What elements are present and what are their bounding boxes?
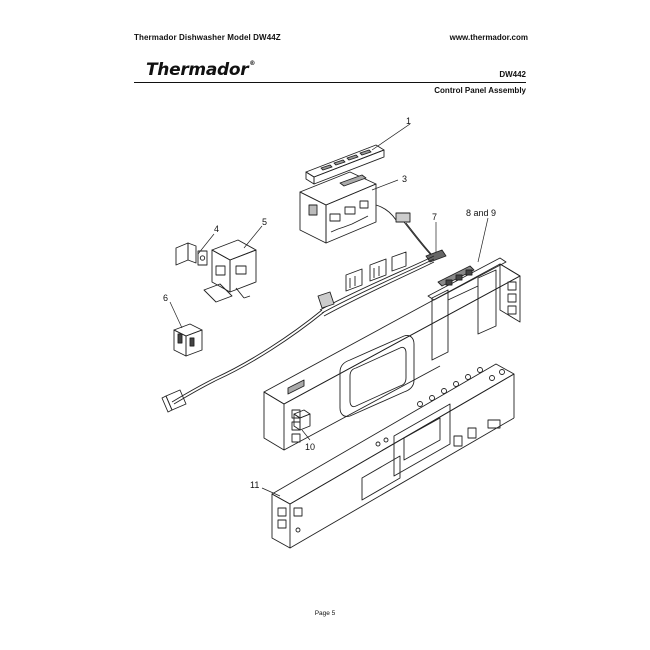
part-10-push-button <box>293 409 311 431</box>
document-title: Thermador Dishwasher Model DW44Z <box>134 33 281 42</box>
website-link[interactable]: www.thermador.com <box>449 33 528 42</box>
section-title: Control Panel Assembly <box>434 86 526 95</box>
part-7-wire-harness <box>161 221 447 413</box>
brand-logo: Thermador® <box>146 60 255 80</box>
callout-labels: 1 3 4 5 6 7 8 and 9 10 11 <box>163 116 496 490</box>
part-8-9-control-panel-frame <box>263 257 521 451</box>
part-6-switch <box>173 323 203 357</box>
leader-lines <box>169 123 489 497</box>
callout-4: 4 <box>214 224 219 234</box>
part-1-keypad <box>305 144 385 185</box>
part-4-bracket <box>175 242 208 266</box>
model-number: DW442 <box>499 70 526 79</box>
callout-8-and-9: 8 and 9 <box>466 208 496 218</box>
part-5-mounting-bracket <box>203 239 257 303</box>
callout-1: 1 <box>406 116 411 126</box>
callout-5: 5 <box>262 217 267 227</box>
header-rule <box>134 82 526 83</box>
part-3-control-module <box>299 171 411 244</box>
callout-11: 11 <box>250 480 259 490</box>
callout-3: 3 <box>402 174 407 184</box>
logo-text: Thermador <box>146 60 249 80</box>
callout-6: 6 <box>163 293 168 303</box>
part-11-front-fascia <box>271 363 515 549</box>
callout-7: 7 <box>432 212 437 222</box>
callout-10: 10 <box>305 442 315 452</box>
registered-mark: ® <box>249 60 256 67</box>
page-number: Page 5 <box>314 610 336 617</box>
